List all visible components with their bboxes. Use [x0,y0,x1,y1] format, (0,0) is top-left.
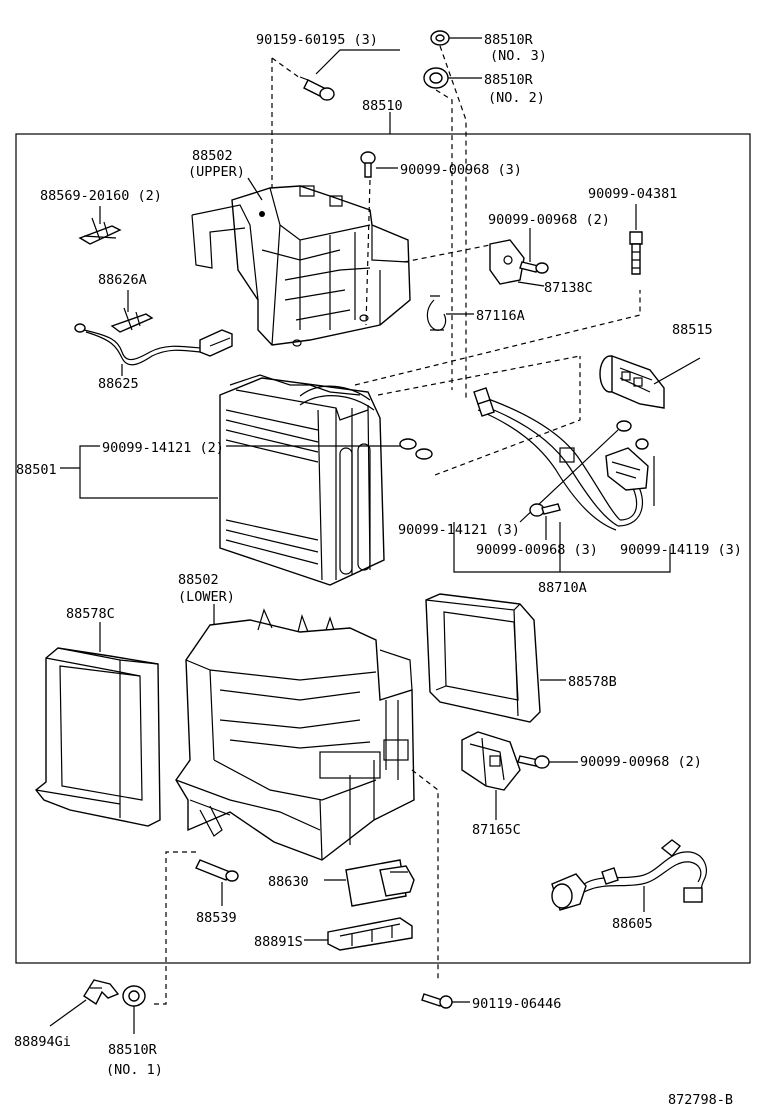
label-lower: (LOWER) [178,589,235,605]
clip-87116a [426,295,447,331]
leader-90159 [315,49,400,75]
label-88710a: 88710A [538,580,587,596]
dashed-no2 [435,89,453,390]
assembly-frame [15,133,751,964]
label-88510r-no3: 88510R [484,32,534,48]
label-88605: 88605 [612,916,653,932]
label-87165c: 87165C [472,822,521,838]
grommet-88510r-no1 [122,985,146,1007]
bracket-88710a [453,456,671,573]
upper-case-88502 [191,185,411,347]
illustration-code: 872798-B [668,1092,733,1108]
label-88510: 88510 [362,98,403,114]
clip-88569 [78,217,122,245]
dashed-90159 [271,57,301,210]
label-90119-06446: 90119-06446 [472,996,561,1012]
dashed-lower-screw [411,769,439,980]
harness-88605 [551,839,707,911]
dashed-88515 [377,355,581,396]
grommet-88510r-no3 [430,30,450,46]
seal-88578b [425,593,541,723]
label-87116a: 87116A [476,308,525,324]
label-88891s: 88891S [254,934,303,950]
oring-b [415,448,433,460]
leader-88515 [653,357,701,385]
screw-90099-00968-2a [519,261,549,274]
label-upper: (UPPER) [188,164,245,180]
oring-c [616,420,632,432]
label-88539: 88539 [196,910,237,926]
part-88894gi [83,979,120,1006]
label-90099-00968-3a: 90099-00968 (3) [400,162,522,178]
piping-88710a [473,387,649,531]
oring-a [399,438,417,450]
screw-90099-00968-3a [360,151,376,178]
label-88502-lower: 88502 [178,572,219,588]
label-90099-00968-2a: 90099-00968 (2) [488,212,610,228]
dashed-88515-low [434,356,581,476]
seal-88578c [35,647,161,827]
label-90099-00968-2b: 90099-00968 (2) [580,754,702,770]
part-87138c [489,239,525,285]
lower-case-88502 [175,608,415,861]
part-88539 [195,859,239,882]
label-88501: 88501 [16,462,57,478]
label-90099-14119: 90099-14119 (3) [620,542,742,558]
leader-88502-upper [247,177,263,201]
label-88510r-no2: 88510R [484,72,534,88]
bolt-90099-04381 [629,231,643,275]
label-90099-14121-3: 90099-14121 (3) [398,522,520,538]
label-88502-upper: 88502 [192,148,233,164]
dashed-expansion-valve [354,290,641,386]
label-88578c: 88578C [66,606,115,622]
grommet-88510r-no2 [423,67,449,89]
sensor-88625 [74,323,233,366]
dashed-screw-upper [365,179,371,326]
label-88626a: 88626A [98,272,147,288]
leader-87138c [517,281,545,287]
clip-88626a [110,307,154,333]
bracket-88501 [60,445,218,499]
expansion-valve-88515 [599,354,665,409]
screw-90099-00968-2b [517,755,550,769]
part-88891s [327,917,413,951]
label-87138c: 87138C [544,280,593,296]
label-no2: (NO. 2) [488,90,545,106]
label-88625: 88625 [98,376,139,392]
label-90099-14121-2: 90099-14121 (2) [102,440,224,456]
label-88569: 88569-20160 (2) [40,188,162,204]
label-88510r-no1: 88510R [108,1042,158,1058]
label-88630: 88630 [268,874,309,890]
dashed-87138c [403,244,491,263]
label-90099-04381: 90099-04381 [588,186,677,202]
leader-88894 [49,999,87,1027]
label-88894gi: 88894Gi [14,1034,71,1050]
dashed-88539 [150,851,196,1005]
label-90159-60195: 90159-60195 (3) [256,32,378,48]
label-no1: (NO. 1) [106,1062,163,1078]
label-88515: 88515 [672,322,713,338]
label-88578b: 88578B [568,674,617,690]
label-90099-00968-3b: 90099-00968 (3) [476,542,598,558]
label-no3: (NO. 3) [490,48,547,64]
part-87165c [461,731,521,791]
screw-90159 [299,76,335,101]
screw-90099-00968-3b [529,503,561,517]
dashed-no3 [439,45,467,400]
part-88630 [345,859,415,907]
evaporator-88501 [219,374,385,586]
oring-d [635,438,649,450]
bolt-90119-06446 [421,993,453,1009]
